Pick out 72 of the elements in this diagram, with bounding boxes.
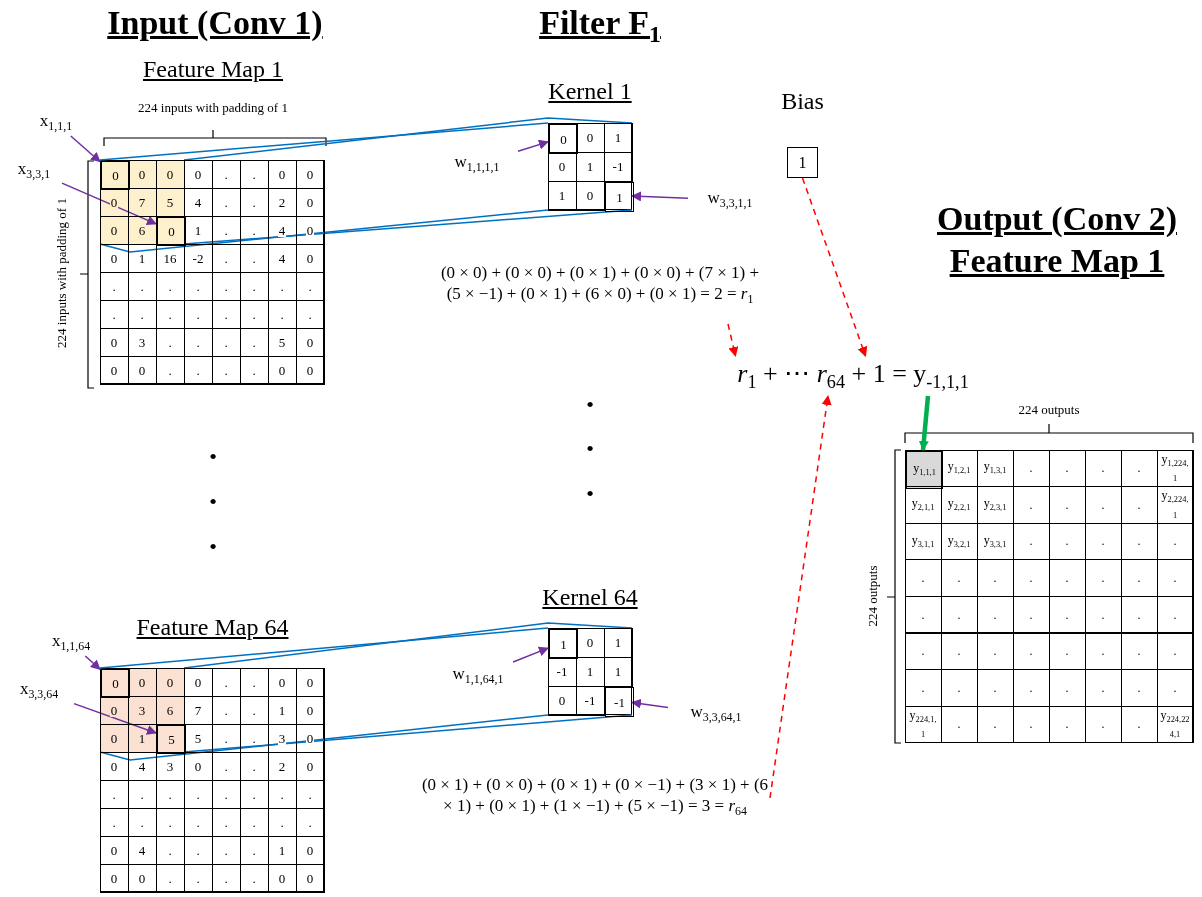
matrix-heading: Kernel 64: [541, 584, 639, 611]
ellipsis-dot: •: [208, 489, 218, 515]
kernel-matrix: [548, 628, 632, 715]
variable-label: w$_{3,3,64,1}$: [668, 700, 764, 728]
formula: (0 × 0) + (0 × 0) + (0 × 1) + (0 × 0) + (7 × 1) + (5 × −1) + (0 × 1) + (6 × 0) + (0 × 1) = 2 = r$_{1}$: [440, 248, 760, 324]
page-heading: Input (Conv 1): [106, 3, 324, 43]
ellipsis-dot: •: [208, 534, 218, 560]
dashed-arrow: [769, 395, 832, 799]
matrix-heading: Feature Map 64: [135, 614, 290, 641]
matrix-cell: 0: [295, 863, 325, 893]
ellipsis-dot: •: [585, 436, 595, 462]
matrix-cell: .: [1156, 632, 1194, 671]
leader-arrow: [631, 191, 689, 202]
brace-label: 224 outputs: [865, 564, 881, 629]
input-matrix: [100, 160, 324, 384]
matrix-cell: 0: [549, 124, 578, 154]
matrix-cell: -1: [575, 685, 605, 716]
matrix-heading: Kernel 1: [547, 78, 633, 105]
leader-arrow: [517, 139, 549, 152]
ellipsis-dot: •: [585, 392, 595, 418]
matrix-cell: .: [1156, 595, 1194, 634]
matrix-cell: 1: [605, 182, 634, 212]
leader-arrow: [73, 702, 157, 735]
matrix-cell: -1: [605, 687, 634, 717]
matrix-cell: 0: [101, 669, 130, 698]
bias-label: Bias: [780, 88, 825, 115]
page-heading: Filter F$_{1}$: [538, 3, 662, 49]
highlighted-window: [101, 161, 185, 245]
matrix-heading: Feature Map 1: [142, 56, 284, 83]
arrow: [918, 395, 931, 451]
variable-label: x$_{3,3,64}$: [4, 678, 74, 704]
matrix-cell: 5: [157, 725, 186, 754]
brace-label: 224 inputs with padding of 1: [54, 197, 70, 350]
leader-arrow: [61, 182, 157, 225]
leader-arrow: [631, 698, 669, 709]
projection-line: [183, 117, 633, 161]
projection-line: [183, 209, 633, 245]
ellipsis-dot: •: [585, 481, 595, 507]
variable-label: x$_{1,1,1}$: [28, 110, 84, 136]
kernel-matrix: [548, 123, 632, 210]
projection-line: [183, 622, 633, 669]
formula: (0 × 1) + (0 × 0) + (0 × 1) + (0 × −1) + (3 × 1) + (6 × 1) + (0 × 1) + (1 × −1) + (5 × −1) = 3 = r$_{64}$: [420, 760, 770, 836]
leader-arrow: [512, 646, 549, 663]
input-matrix: [100, 668, 324, 892]
matrix-cell: 0: [157, 217, 186, 246]
matrix-cell: 1: [603, 656, 633, 687]
output-matrix: [905, 450, 1193, 743]
projection-line: [99, 627, 549, 669]
brace-label: 224 outputs: [1017, 402, 1081, 418]
page-heading: Output (Conv 2) Feature Map 1: [936, 199, 1178, 281]
matrix-cell: 1: [549, 629, 578, 659]
variable-label: x$_{3,3,1}$: [6, 158, 62, 184]
variable-label: w$_{1,1,64,1}$: [432, 662, 524, 690]
variable-label: w$_{3,3,1,1}$: [688, 186, 772, 214]
matrix-cell: y$_{1,1,1}$: [906, 451, 943, 489]
matrix-cell: 0: [101, 161, 130, 190]
brace-label: 224 inputs with padding of 1: [137, 100, 289, 116]
highlighted-window: [101, 669, 185, 753]
ellipsis-dot: •: [208, 444, 218, 470]
bias-box: 1: [787, 147, 818, 178]
projection-line: [99, 122, 549, 161]
matrix-cell: -1: [603, 151, 633, 182]
variable-label: x$_{1,1,64}$: [36, 630, 106, 656]
dashed-arrow: [727, 323, 739, 357]
equation: r$_{1}$ + ⋯ r$_{64}$ + 1 = y$_{-1,1,1}$: [728, 356, 978, 396]
projection-line: [183, 714, 633, 753]
leader-arrow: [84, 655, 101, 671]
leader-arrow: [70, 135, 101, 163]
dashed-arrow: [801, 177, 868, 357]
matrix-cell: 0: [575, 180, 605, 211]
variable-label: w$_{1,1,1,1}$: [436, 150, 518, 178]
matrix-cell: 0: [295, 355, 325, 385]
